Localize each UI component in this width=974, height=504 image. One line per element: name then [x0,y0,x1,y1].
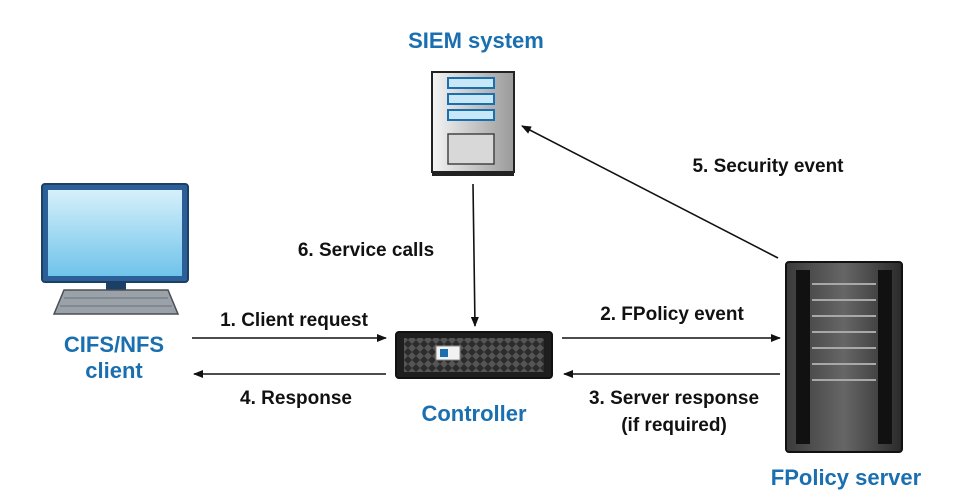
server-rack-icon [785,261,903,453]
client-node: CIFS/NFS client [41,183,189,383]
siem-tower-icon [431,71,515,176]
edge-label-client-request: 1. Client request [220,310,368,331]
edge-label-fpolicy-event: 2. FPolicy event [600,304,744,325]
edge-label-service-calls: 6. Service calls [298,240,434,261]
arrow-security-event [521,125,779,259]
client-label-line2: client [85,358,143,383]
controller-appliance-icon [395,331,553,379]
controller-node: Controller [395,331,553,426]
edge-label-server-response-line2: (if required) [621,415,727,436]
edge-label-server-response-line1: 3. Server response [589,388,759,409]
siem-system-node: SIEM system [408,28,544,176]
fpolicy-server-node: FPolicy server [771,261,922,490]
edge-label-response: 4. Response [240,388,352,409]
fpolicy-server-label: FPolicy server [771,465,922,490]
client-label-line1: CIFS/NFS [64,332,164,357]
controller-label: Controller [421,401,527,426]
siem-label: SIEM system [408,28,544,53]
arrow-service-calls [470,183,479,327]
edge-label-security-event: 5. Security event [692,156,844,177]
monitor-icon [41,183,189,315]
